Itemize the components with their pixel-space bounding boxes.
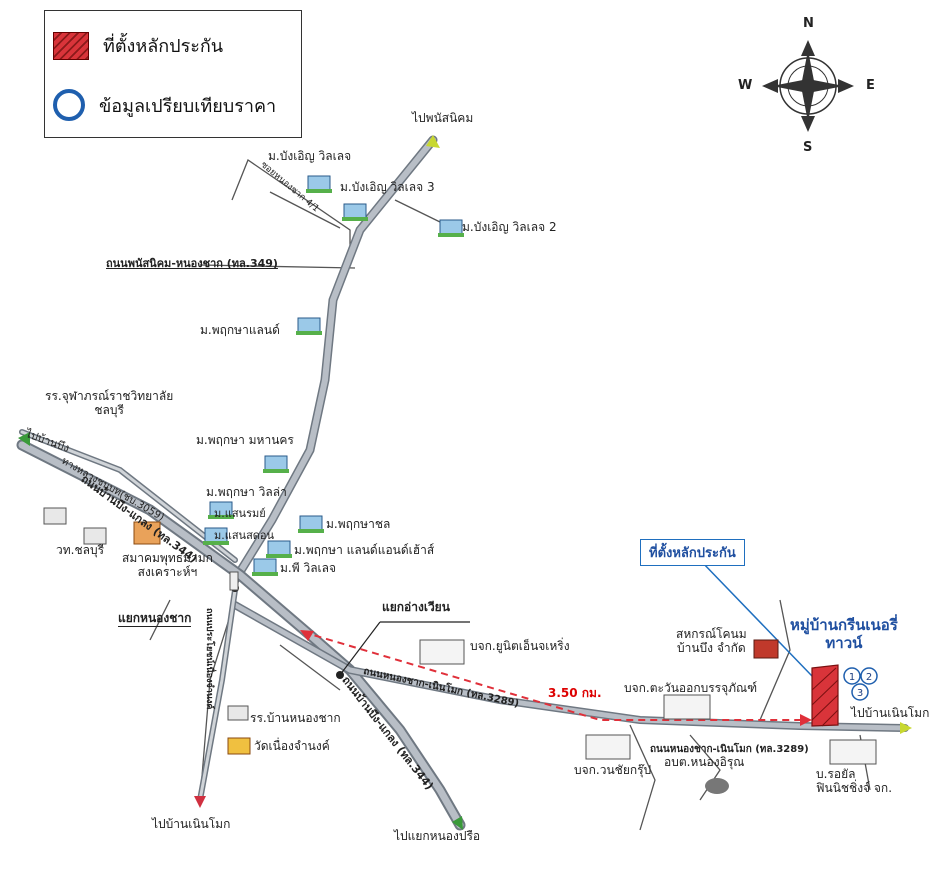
school-icon [43, 507, 67, 525]
village-icon [264, 455, 288, 471]
main-roads [16, 135, 909, 831]
road-344 [16, 439, 466, 831]
prachauthit-road-label: ถนนประโยชน์เนื่องจำนงค์ [204, 608, 214, 710]
place-pee-village: ม.พี วิลเลจ [280, 561, 337, 575]
comparison-circle-icon [53, 89, 85, 121]
place-school-nongchak: รร.บ้านหนองชาก [250, 711, 341, 725]
village-icon [297, 317, 321, 333]
traffic-light-icon [229, 571, 239, 591]
building-icons [43, 507, 877, 794]
place-pruksachon: ม.พฤกษาชล [326, 517, 391, 531]
comparable-markers [843, 667, 878, 701]
distance-route [302, 631, 808, 721]
place-bangoen: ม.บังเอิญ วิลเลจ [268, 149, 352, 163]
project-name: หมู่บ้านกรีนเนอรี่ ทาวน์ [790, 616, 898, 652]
legend-comparison: ข้อมูลเปรียบเทียบราคา [53, 89, 276, 121]
road-349-label: ถนนพนัสนิคม-หนองชาก (ทล.349) [106, 257, 278, 270]
legend-collateral: ที่ตั้งหลักประกัน [53, 31, 223, 60]
place-bangoen3: ม.บังเอิญ วิลเลจ 3 [340, 180, 435, 194]
village-icon [439, 219, 463, 235]
place-school-chula: รร.จุฬาภรณ์ราชวิทยาลัย ชลบุรี [45, 389, 174, 417]
collateral-parcel [811, 664, 839, 727]
comparable-1: 1 [849, 672, 855, 683]
direction-noenmok-right: ไปบ้านเนินโมก [851, 706, 930, 720]
place-pruksa-villa: ม.พฤกษา วิลล่า [206, 485, 287, 499]
collateral-callout: ที่ตั้งหลักประกัน [640, 539, 745, 566]
comparable-2: 2 [866, 672, 872, 683]
factory-icon [585, 734, 631, 760]
village-icon [307, 175, 331, 191]
compass-n: N [803, 16, 814, 31]
village-icons [204, 175, 463, 574]
comparable-3: 3 [857, 688, 863, 699]
village-icon [299, 515, 323, 531]
place-wanchai: บจก.วนชัยกรุ๊ป [574, 763, 652, 777]
compass-e: E [866, 78, 875, 93]
direction-phanat: ไปพนัสนิคม [412, 111, 474, 125]
distance-label: 3.50 กม. [548, 686, 602, 700]
place-pruksaland: ม.พฤกษาแลนด์ [200, 323, 280, 337]
place-royal: บ.รอยัล ฟินนิชชิ่งจ์ จก. [816, 767, 893, 795]
village-icon [253, 558, 277, 574]
temple-icon [227, 737, 251, 755]
temple-icon [133, 521, 161, 545]
minor-roads [149, 159, 871, 831]
junction-nongchak: แยกหนองชาก [118, 611, 192, 627]
place-united: บจก.ยูนิตเอ็นจเหริ่ง [470, 639, 570, 653]
direction-noenmok-down: ไปบ้านเนินโมก [152, 817, 231, 831]
road-3289-right-label: ถนนหนองชาก-เนินโมก (ทล.3289) [650, 744, 809, 755]
village-icon [343, 203, 367, 219]
place-bangoen2: ม.บังเอิญ วิลเลจ 2 [462, 220, 557, 234]
place-obt: อบต.หนองอิรุณ [664, 755, 745, 769]
junction-angwian: แยกอ่างเวียน [382, 600, 450, 614]
place-saenthon: ม.แสนสดอน [214, 529, 275, 542]
compass-s: S [803, 140, 813, 155]
place-tawan: บจก.ตะวันออกบรรจุภัณฑ์ [624, 681, 758, 695]
factory-icon [663, 694, 711, 720]
legend-comparison-label: ข้อมูลเปรียบเทียบราคา [99, 95, 277, 117]
school-icon [227, 705, 249, 721]
factory-icon [419, 639, 465, 665]
government-icon [705, 778, 729, 794]
place-saenrom: ม.แสนรมย์ [214, 507, 266, 520]
place-pruksa-mahanakorn: ม.พฤกษา มหานคร [196, 433, 294, 447]
place-wat: วัดเนื่องจำนงค์ [254, 739, 330, 753]
factory-icon [829, 739, 877, 765]
place-buddhist: สมาคมพุทธมามก สงเคราะห์ฯ [122, 551, 213, 579]
place-college: วท.ชลบุรี [56, 543, 105, 557]
coop-icon [753, 639, 779, 659]
compass-icon [762, 40, 854, 132]
place-coop: สหกรณ์โคนม บ้านบึง จำกัด [676, 627, 747, 655]
school-icon [83, 527, 107, 545]
compass-w: W [738, 78, 753, 93]
village-icon [267, 540, 291, 556]
legend: ที่ตั้งหลักประกัน ข้อมูลเปรียบเทียบราคา [44, 10, 302, 138]
direction-arrows [18, 135, 912, 830]
place-pruksa-land-house: ม.พฤกษา แลนด์แอนด์เฮ้าส์ [294, 543, 435, 557]
collateral-swatch-icon [53, 31, 89, 60]
direction-nongprue: ไปแยกหนองปรือ [394, 829, 481, 843]
legend-collateral-label: ที่ตั้งหลักประกัน [103, 36, 224, 57]
